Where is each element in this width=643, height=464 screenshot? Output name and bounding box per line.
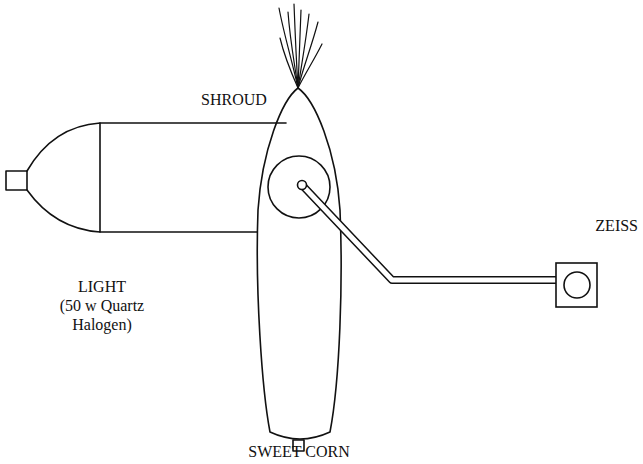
lamp-reflector: [27, 123, 100, 232]
probe-cable-outline: [302, 185, 556, 280]
instrument-dial: [564, 272, 590, 298]
shroud-bottom: [100, 231, 257, 233]
corn-label: SWEET CORN: [248, 442, 349, 461]
probe-tip: [298, 181, 307, 190]
probe-cable: [302, 185, 556, 280]
lamp-socket: [6, 171, 27, 190]
shroud-label: SHROUD: [201, 90, 267, 109]
zeiss-instrument: [556, 263, 597, 307]
instrument-label: ZEISS: [595, 216, 638, 235]
corn-silk: [279, 4, 322, 88]
shroud-top: [100, 122, 286, 124]
corn-ear: [257, 88, 341, 439]
lamp-label: LIGHT (50 w Quartz Halogen): [60, 277, 144, 335]
